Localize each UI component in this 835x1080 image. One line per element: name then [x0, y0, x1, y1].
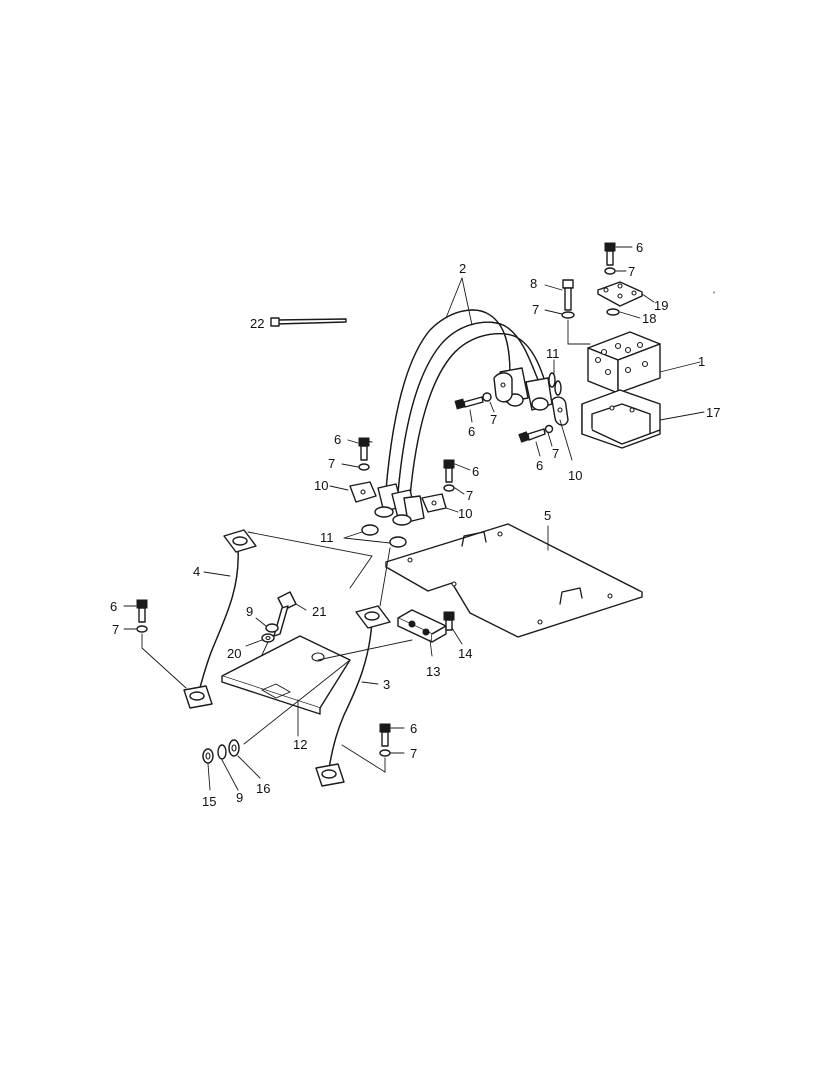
label-6: 6	[410, 721, 417, 736]
label-8: 8	[530, 276, 537, 291]
part-3-pipe	[315, 547, 391, 787]
label-7: 7	[466, 488, 473, 503]
parts-15-9-16-nuts-washers	[202, 739, 261, 791]
part-6-bolt-top	[604, 242, 633, 275]
label-10: 10	[568, 468, 582, 483]
label-10: 10	[458, 506, 472, 521]
label-3: 3	[383, 677, 390, 692]
label-10: 10	[314, 478, 328, 493]
label-11: 11	[546, 346, 560, 361]
label-7: 7	[490, 412, 497, 427]
part-6-bolt-left	[123, 599, 187, 689]
label-13: 13	[426, 664, 440, 679]
label-6: 6	[468, 424, 475, 439]
label-1: 1	[698, 354, 705, 369]
part-12-bracket-plate	[221, 635, 413, 745]
label-7: 7	[112, 622, 119, 637]
part-2-hoses	[374, 277, 553, 526]
label-15: 15	[202, 794, 216, 809]
leader-lines	[359, 439, 373, 443]
label-22: 22	[250, 316, 264, 331]
label-6: 6	[334, 432, 341, 447]
label-11: 11	[320, 530, 334, 545]
part-18-o-ring	[606, 308, 620, 316]
lower-clamps	[329, 437, 471, 513]
callout-labels: 1 2 3 4 5 6 6 6 6 6 6 6 7 7 7 7 7 7 7 7 …	[110, 240, 720, 809]
label-7: 7	[328, 456, 335, 471]
label-18: 18	[642, 311, 656, 326]
part-22-cable-tie	[270, 317, 347, 327]
label-17: 17	[706, 405, 720, 420]
label-12: 12	[293, 737, 307, 752]
label-16: 16	[256, 781, 270, 796]
part-8-bolt	[544, 279, 591, 345]
label-7: 7	[410, 746, 417, 761]
part-5-plate	[385, 291, 715, 638]
label-5: 5	[544, 508, 551, 523]
part-6-bolt-right	[341, 723, 405, 773]
label-7: 7	[628, 264, 635, 279]
label-6: 6	[536, 458, 543, 473]
upper-clamps	[454, 359, 573, 461]
label-7: 7	[552, 446, 559, 461]
label-6: 6	[636, 240, 643, 255]
label-9: 9	[236, 790, 243, 805]
label-6: 6	[110, 599, 117, 614]
label-14: 14	[458, 646, 472, 661]
part-11-o-rings-lower	[343, 524, 407, 548]
part-17-bracket	[581, 389, 705, 449]
label-2: 2	[459, 261, 466, 276]
part-4-pipe	[183, 529, 373, 709]
label-4: 4	[193, 564, 200, 579]
label-6: 6	[472, 464, 479, 479]
label-7: 7	[532, 302, 539, 317]
part-19-cover-plate	[597, 281, 655, 307]
label-21: 21	[312, 604, 326, 619]
part-1-valve-block	[587, 331, 701, 394]
label-20: 20	[227, 646, 241, 661]
part-13-clamp-block	[397, 609, 463, 657]
part-21-bolt	[245, 591, 307, 673]
label-9: 9	[246, 604, 253, 619]
label-19: 19	[654, 298, 668, 313]
